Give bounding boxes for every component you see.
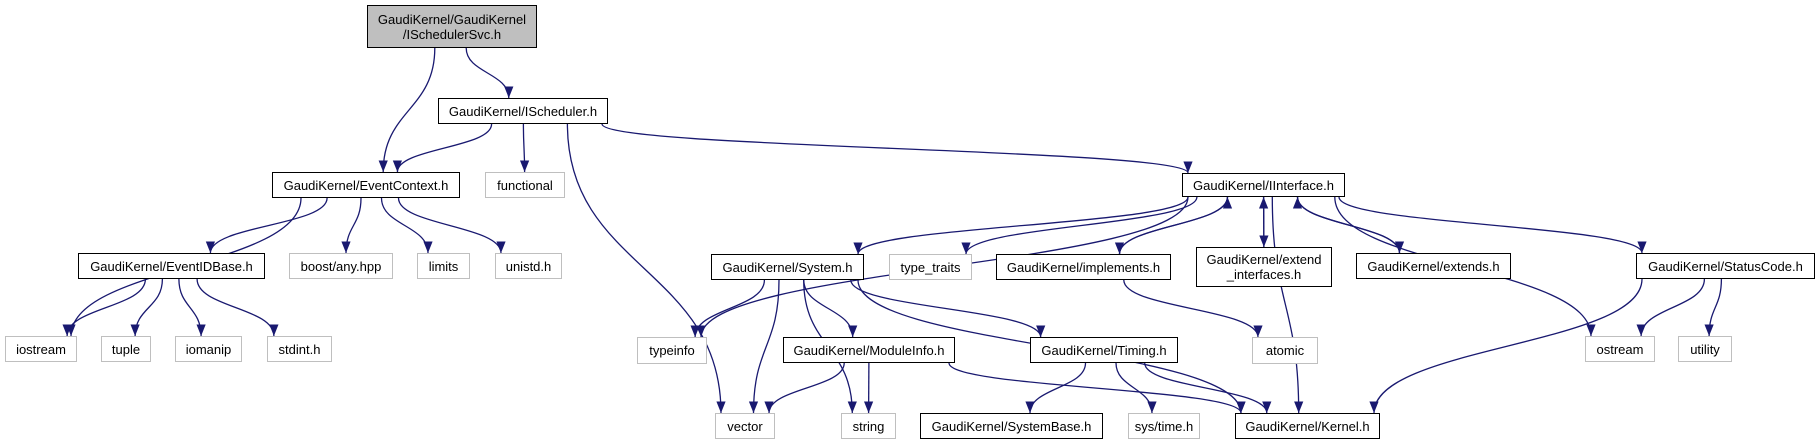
edge-ischeduler-to-eventcontext: [392, 123, 493, 173]
edge-ischeduler-to-functional: [519, 123, 530, 173]
node-iinterface[interactable]: GaudiKernel/IInterface.h: [1182, 173, 1345, 197]
edge-eventidbase-to-stdint: [196, 278, 279, 337]
edge-iinterface-to-system: [853, 196, 1189, 255]
edge-eventcontext-to-eventidbase: [205, 197, 328, 254]
edge-iinterface-to-kernel: [1271, 196, 1304, 414]
edge-iinterface-to-statuscode: [1338, 196, 1647, 254]
edge-eventcontext-to-unistd: [397, 197, 506, 254]
node-string: string: [841, 413, 896, 439]
edge-root-to-ischeduler: [465, 47, 514, 99]
node-stdint: stdint.h: [267, 336, 332, 362]
node-unistd: unistd.h: [495, 253, 562, 279]
node-systime: sys/time.h: [1128, 413, 1200, 439]
node-iomanip: iomanip: [175, 336, 242, 362]
edge-system-to-vector: [748, 279, 780, 414]
node-eventidbase[interactable]: GaudiKernel/EventIDBase.h: [78, 253, 265, 279]
edge-implements-to-atomic: [1123, 279, 1263, 338]
edge-system-to-timing: [850, 279, 1046, 338]
node-moduleinfo[interactable]: GaudiKernel/ModuleInfo.h: [783, 337, 955, 363]
node-vector: vector: [715, 413, 775, 439]
edge-ischeduler-to-iinterface: [601, 123, 1193, 174]
node-limits: limits: [417, 253, 470, 279]
edge-statuscode-to-ostream: [1636, 278, 1706, 337]
edge-eventidbase-to-tuple: [130, 278, 164, 337]
edge-timing-to-systime: [1115, 362, 1157, 414]
edge-eventcontext-to-limits: [380, 197, 433, 254]
edge-implements-to-iinterface: [1118, 196, 1233, 255]
node-extends[interactable]: GaudiKernel/extends.h: [1356, 253, 1511, 279]
node-iostream: iostream: [5, 336, 77, 362]
node-utility: utility: [1678, 336, 1732, 362]
node-root[interactable]: GaudiKernel/GaudiKernel /ISchedulerSvc.h: [367, 5, 537, 48]
edge-timing-to-systembase: [1025, 362, 1087, 414]
node-extendif[interactable]: GaudiKernel/extend _interfaces.h: [1196, 247, 1332, 287]
edge-system-to-moduleinfo: [803, 279, 858, 338]
node-eventcontext[interactable]: GaudiKernel/EventContext.h: [272, 172, 460, 198]
edge-root-to-eventcontext: [378, 47, 436, 173]
edge-moduleinfo-to-kernel: [948, 362, 1246, 414]
edge-eventcontext-to-boostany: [341, 197, 362, 254]
node-statuscode[interactable]: GaudiKernel/StatusCode.h: [1636, 253, 1815, 279]
node-ischeduler[interactable]: GaudiKernel/IScheduler.h: [438, 98, 608, 124]
node-functional: functional: [485, 172, 565, 198]
node-implements[interactable]: GaudiKernel/implements.h: [996, 254, 1171, 280]
edge-iinterface-to-typetraits: [961, 196, 1198, 255]
edge-moduleinfo-to-vector: [764, 362, 845, 414]
edge-extends-to-iinterface: [1292, 196, 1401, 254]
edge-statuscode-to-utility: [1704, 278, 1723, 337]
node-system[interactable]: GaudiKernel/System.h: [711, 254, 864, 280]
node-typetraits: type_traits: [889, 254, 972, 280]
edge-timing-to-kernel: [1144, 362, 1272, 414]
edge-eventidbase-to-iostream: [62, 278, 147, 337]
node-kernel[interactable]: GaudiKernel/Kernel.h: [1235, 413, 1380, 439]
node-boostany: boost/any.hpp: [289, 253, 393, 279]
edge-eventidbase-to-iomanip: [178, 278, 206, 337]
edge-ischeduler-to-vector: [566, 123, 726, 414]
node-typeinfo: typeinfo: [637, 337, 707, 364]
node-ostream: ostream: [1585, 336, 1655, 362]
node-tuple: tuple: [101, 336, 151, 362]
node-systembase[interactable]: GaudiKernel/SystemBase.h: [920, 413, 1103, 439]
node-atomic: atomic: [1252, 337, 1318, 364]
edge-system-to-typeinfo: [690, 279, 766, 338]
node-timing[interactable]: GaudiKernel/Timing.h: [1030, 337, 1178, 363]
edge-statuscode-to-kernel: [1369, 278, 1643, 414]
